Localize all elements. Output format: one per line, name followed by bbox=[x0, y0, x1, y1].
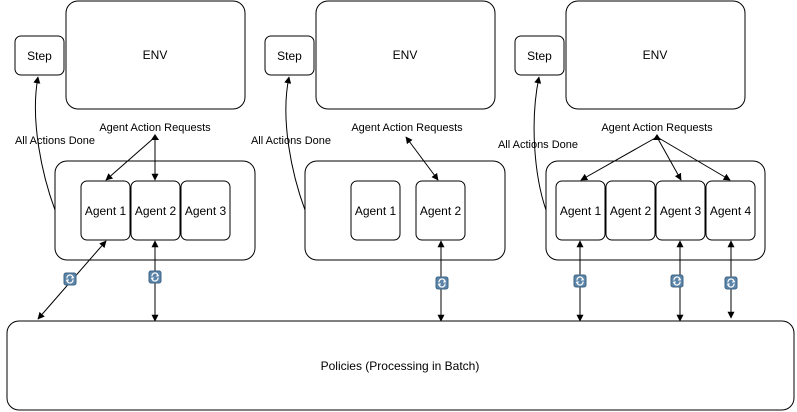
group-3: ENV Step Agent Action Requests All Actio… bbox=[498, 0, 766, 322]
agent-group-box bbox=[304, 160, 506, 261]
step-label: Step bbox=[27, 49, 52, 63]
group-2: ENV Step Agent Action Requests All Actio… bbox=[251, 0, 506, 322]
request-arrow bbox=[580, 136, 658, 181]
agent-action-requests-label: Agent Action Requests bbox=[351, 122, 463, 134]
agent-label: Agent 4 bbox=[710, 204, 752, 218]
request-arrow bbox=[656, 136, 682, 181]
policies-box bbox=[6, 320, 795, 411]
policies-label: Policies (Processing in Batch) bbox=[321, 359, 480, 373]
agent-box bbox=[555, 180, 606, 241]
group-1: ENV Step Agent Action Requests All Actio… bbox=[14, 0, 256, 322]
sync-icon bbox=[573, 274, 587, 288]
all-actions-done-label: All Actions Done bbox=[15, 135, 95, 147]
agent-box bbox=[130, 180, 181, 241]
sync-icon bbox=[670, 274, 684, 288]
agent-box bbox=[605, 180, 656, 241]
agent-box bbox=[705, 180, 756, 241]
agent-label: Agent 2 bbox=[610, 204, 652, 218]
request-arrow bbox=[656, 136, 731, 181]
agent-box bbox=[655, 180, 706, 241]
request-arrow bbox=[105, 136, 156, 181]
all-actions-done-label: All Actions Done bbox=[251, 135, 331, 147]
done-arrow bbox=[33, 76, 56, 211]
env-box bbox=[65, 0, 246, 110]
agent-label: Agent 1 bbox=[85, 204, 127, 218]
agent-action-requests-label: Agent Action Requests bbox=[601, 122, 713, 134]
done-arrow bbox=[284, 76, 306, 211]
agent-label: Agent 3 bbox=[660, 204, 702, 218]
step-box bbox=[264, 35, 315, 76]
env-label: ENV bbox=[643, 48, 668, 62]
env-label: ENV bbox=[393, 48, 418, 62]
request-arrowhead bbox=[653, 134, 661, 140]
step-label: Step bbox=[277, 49, 302, 63]
agent-box bbox=[80, 180, 131, 241]
agent-label: Agent 1 bbox=[560, 204, 602, 218]
request-arrowhead bbox=[151, 134, 159, 140]
env-label: ENV bbox=[143, 48, 168, 62]
step-label: Step bbox=[527, 49, 552, 63]
agent-label: Agent 2 bbox=[420, 204, 462, 218]
env-box bbox=[565, 0, 746, 110]
sync-icon bbox=[435, 276, 449, 290]
agent-action-requests-label: Agent Action Requests bbox=[99, 122, 211, 134]
agent-label: Agent 3 bbox=[185, 204, 227, 218]
request-arrow bbox=[405, 136, 439, 181]
agent-box bbox=[350, 180, 401, 241]
env-box bbox=[315, 0, 496, 110]
sync-icon bbox=[148, 270, 162, 284]
sync-icon bbox=[63, 272, 77, 286]
step-box bbox=[14, 35, 65, 76]
agent-label: Agent 1 bbox=[355, 204, 397, 218]
agent-box bbox=[415, 180, 466, 241]
agent-box bbox=[180, 180, 231, 241]
all-actions-done-label: All Actions Done bbox=[498, 139, 578, 151]
sync-icon bbox=[724, 276, 738, 290]
step-box bbox=[514, 35, 565, 76]
agent-label: Agent 2 bbox=[135, 204, 177, 218]
done-arrow bbox=[533, 76, 547, 211]
